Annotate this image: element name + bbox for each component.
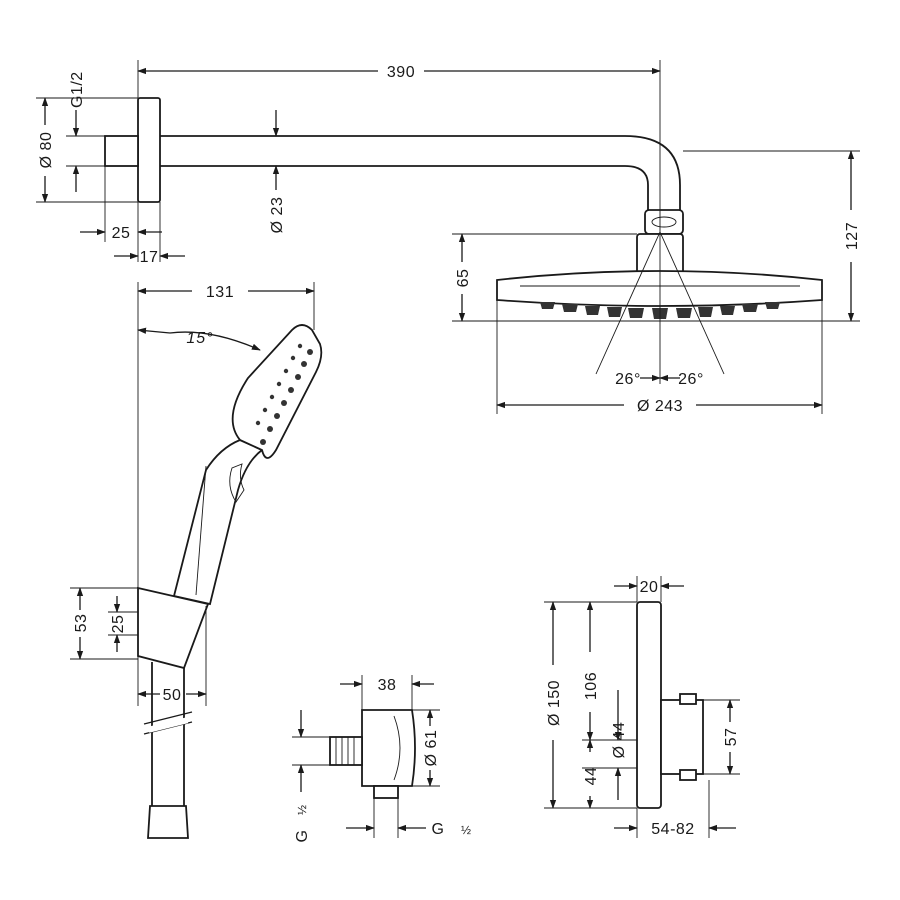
dim-hand-shower-length: 131 bbox=[206, 284, 234, 301]
dim-flange-diameter: Ø 80 bbox=[38, 132, 55, 169]
wall-outlet-view: 38 Ø 61 ½ G G ½ bbox=[292, 675, 471, 842]
overhead-shower-head bbox=[496, 270, 823, 307]
dim-holder-width: 50 bbox=[163, 687, 182, 704]
outlet-hose-connector bbox=[373, 785, 399, 799]
dim-wall-offset: 25 bbox=[112, 225, 131, 242]
thread-left-fraction: ½ bbox=[295, 805, 309, 815]
ball-joint bbox=[644, 209, 684, 235]
hand-shower-handle bbox=[172, 439, 264, 606]
dim-plate-height: Ø 150 bbox=[546, 680, 563, 726]
dim-flange-depth: 17 bbox=[140, 249, 159, 266]
hand-shower-head bbox=[231, 324, 323, 459]
dim-knob-height: 57 bbox=[723, 728, 740, 747]
dim-inlet-thread: G1/2 bbox=[69, 71, 86, 108]
thermostat-cover-plate bbox=[636, 601, 662, 809]
thermostat-knob bbox=[660, 699, 704, 775]
hand-shower-nozzles bbox=[255, 343, 313, 445]
dim-lower-offset: 44 bbox=[583, 767, 600, 786]
dim-holder-offset: 25 bbox=[110, 615, 127, 634]
hand-shower-view: 131 15° 53 25 50 bbox=[70, 282, 323, 839]
overhead-shower-view: 390 G1/2 Ø 80 Ø 23 25 17 65 bbox=[36, 60, 861, 415]
thermostat-view: 20 Ø 150 106 Ø 44 44 57 54-82 bbox=[544, 576, 740, 838]
outlet-inlet-thread bbox=[329, 736, 363, 766]
inlet-stub bbox=[104, 135, 139, 167]
shower-hose bbox=[143, 662, 193, 839]
shower-arm bbox=[160, 135, 681, 212]
dim-total-drop: 127 bbox=[844, 222, 861, 250]
thread-right-label: G bbox=[432, 821, 445, 838]
thread-left-label: G bbox=[294, 830, 311, 843]
dim-holder-height: 53 bbox=[73, 614, 90, 633]
dim-head-diameter: Ø 243 bbox=[637, 398, 683, 415]
thread-right-fraction: ½ bbox=[461, 823, 471, 837]
dim-plate-depth: 20 bbox=[640, 579, 659, 596]
dim-projection-range: 54-82 bbox=[651, 821, 694, 838]
wall-flange bbox=[137, 97, 161, 203]
wall-outlet-body bbox=[361, 709, 416, 787]
dim-spray-angle-left: 26° bbox=[615, 371, 641, 388]
dim-upper-offset: 106 bbox=[583, 672, 600, 700]
dim-arm-diameter: Ø 23 bbox=[269, 197, 286, 234]
dim-knob-diameter: Ø 44 bbox=[611, 722, 628, 759]
dim-arm-length: 390 bbox=[387, 64, 415, 81]
dim-tilt-angle: 15° bbox=[186, 330, 213, 347]
dim-outlet-depth: 38 bbox=[378, 677, 397, 694]
dim-head-height: 65 bbox=[455, 269, 472, 288]
dim-spray-angle-right: 26° bbox=[678, 371, 704, 388]
dim-outlet-diameter: Ø 61 bbox=[423, 730, 440, 767]
